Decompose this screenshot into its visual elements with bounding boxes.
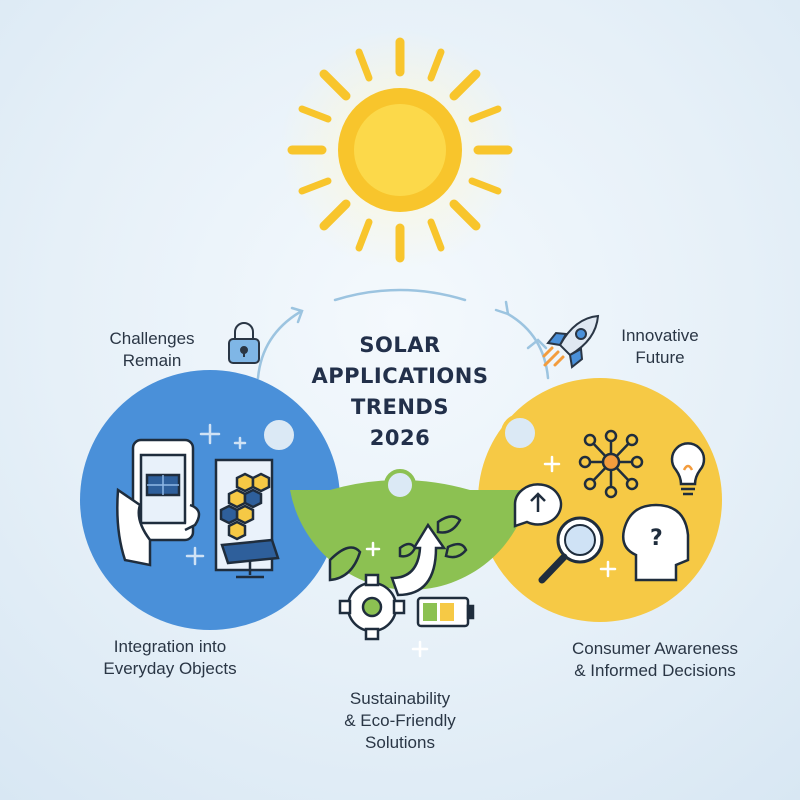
connector-node	[501, 414, 539, 452]
rocket-icon	[542, 314, 600, 369]
head-question-icon: ?	[622, 503, 690, 582]
label-sustainability: Sustainability & Eco-Friendly Solutions	[300, 688, 500, 754]
label-challenges-remain: Challenges Remain	[92, 328, 212, 372]
solar-panel-stand-icon	[214, 458, 280, 579]
title-line: 2026	[369, 426, 431, 450]
label-consumer-awareness: Consumer Awareness & Informed Decisions	[540, 638, 770, 682]
label-line: Remain	[122, 351, 182, 370]
label-line: & Eco-Friendly	[344, 711, 456, 730]
title-line: APPLICATIONS	[311, 364, 489, 388]
lightbulb-icon	[670, 442, 706, 496]
label-line: & Informed Decisions	[574, 661, 736, 680]
diagram-title: SOLAR APPLICATIONS TRENDS 2026	[290, 330, 510, 454]
label-line: Consumer Awareness	[572, 639, 738, 658]
label-line: Challenges	[109, 329, 195, 348]
label-line: Innovative	[621, 326, 699, 345]
network-nodes-icon	[578, 429, 644, 499]
magnifier-icon	[538, 516, 604, 584]
sun-icon	[280, 30, 520, 270]
label-innovative-future: Innovative Future	[600, 325, 720, 369]
sparkle-icon	[543, 455, 617, 578]
battery-icon	[416, 596, 475, 628]
label-line: Everyday Objects	[103, 659, 237, 678]
label-line: Sustainability	[349, 689, 451, 708]
label-line: Future	[635, 348, 685, 367]
sparkle-icon	[365, 541, 429, 658]
speech-bubble-arrow-icon	[513, 483, 563, 528]
connector-node	[260, 416, 298, 454]
label-everyday-objects: Integration into Everyday Objects	[60, 636, 280, 680]
cycle-arrows	[256, 288, 550, 380]
connector-node	[384, 469, 416, 501]
sparkle-icon	[185, 423, 247, 566]
label-line: Integration into	[113, 637, 227, 656]
smartphone-hand-icon	[116, 438, 201, 567]
title-line: TRENDS	[351, 395, 449, 419]
padlock-icon	[228, 322, 260, 364]
gear-growth-arrow-icon	[328, 515, 468, 641]
title-line: SOLAR	[359, 333, 441, 357]
svg-text:?: ?	[650, 526, 663, 551]
label-line: Solutions	[365, 733, 435, 752]
